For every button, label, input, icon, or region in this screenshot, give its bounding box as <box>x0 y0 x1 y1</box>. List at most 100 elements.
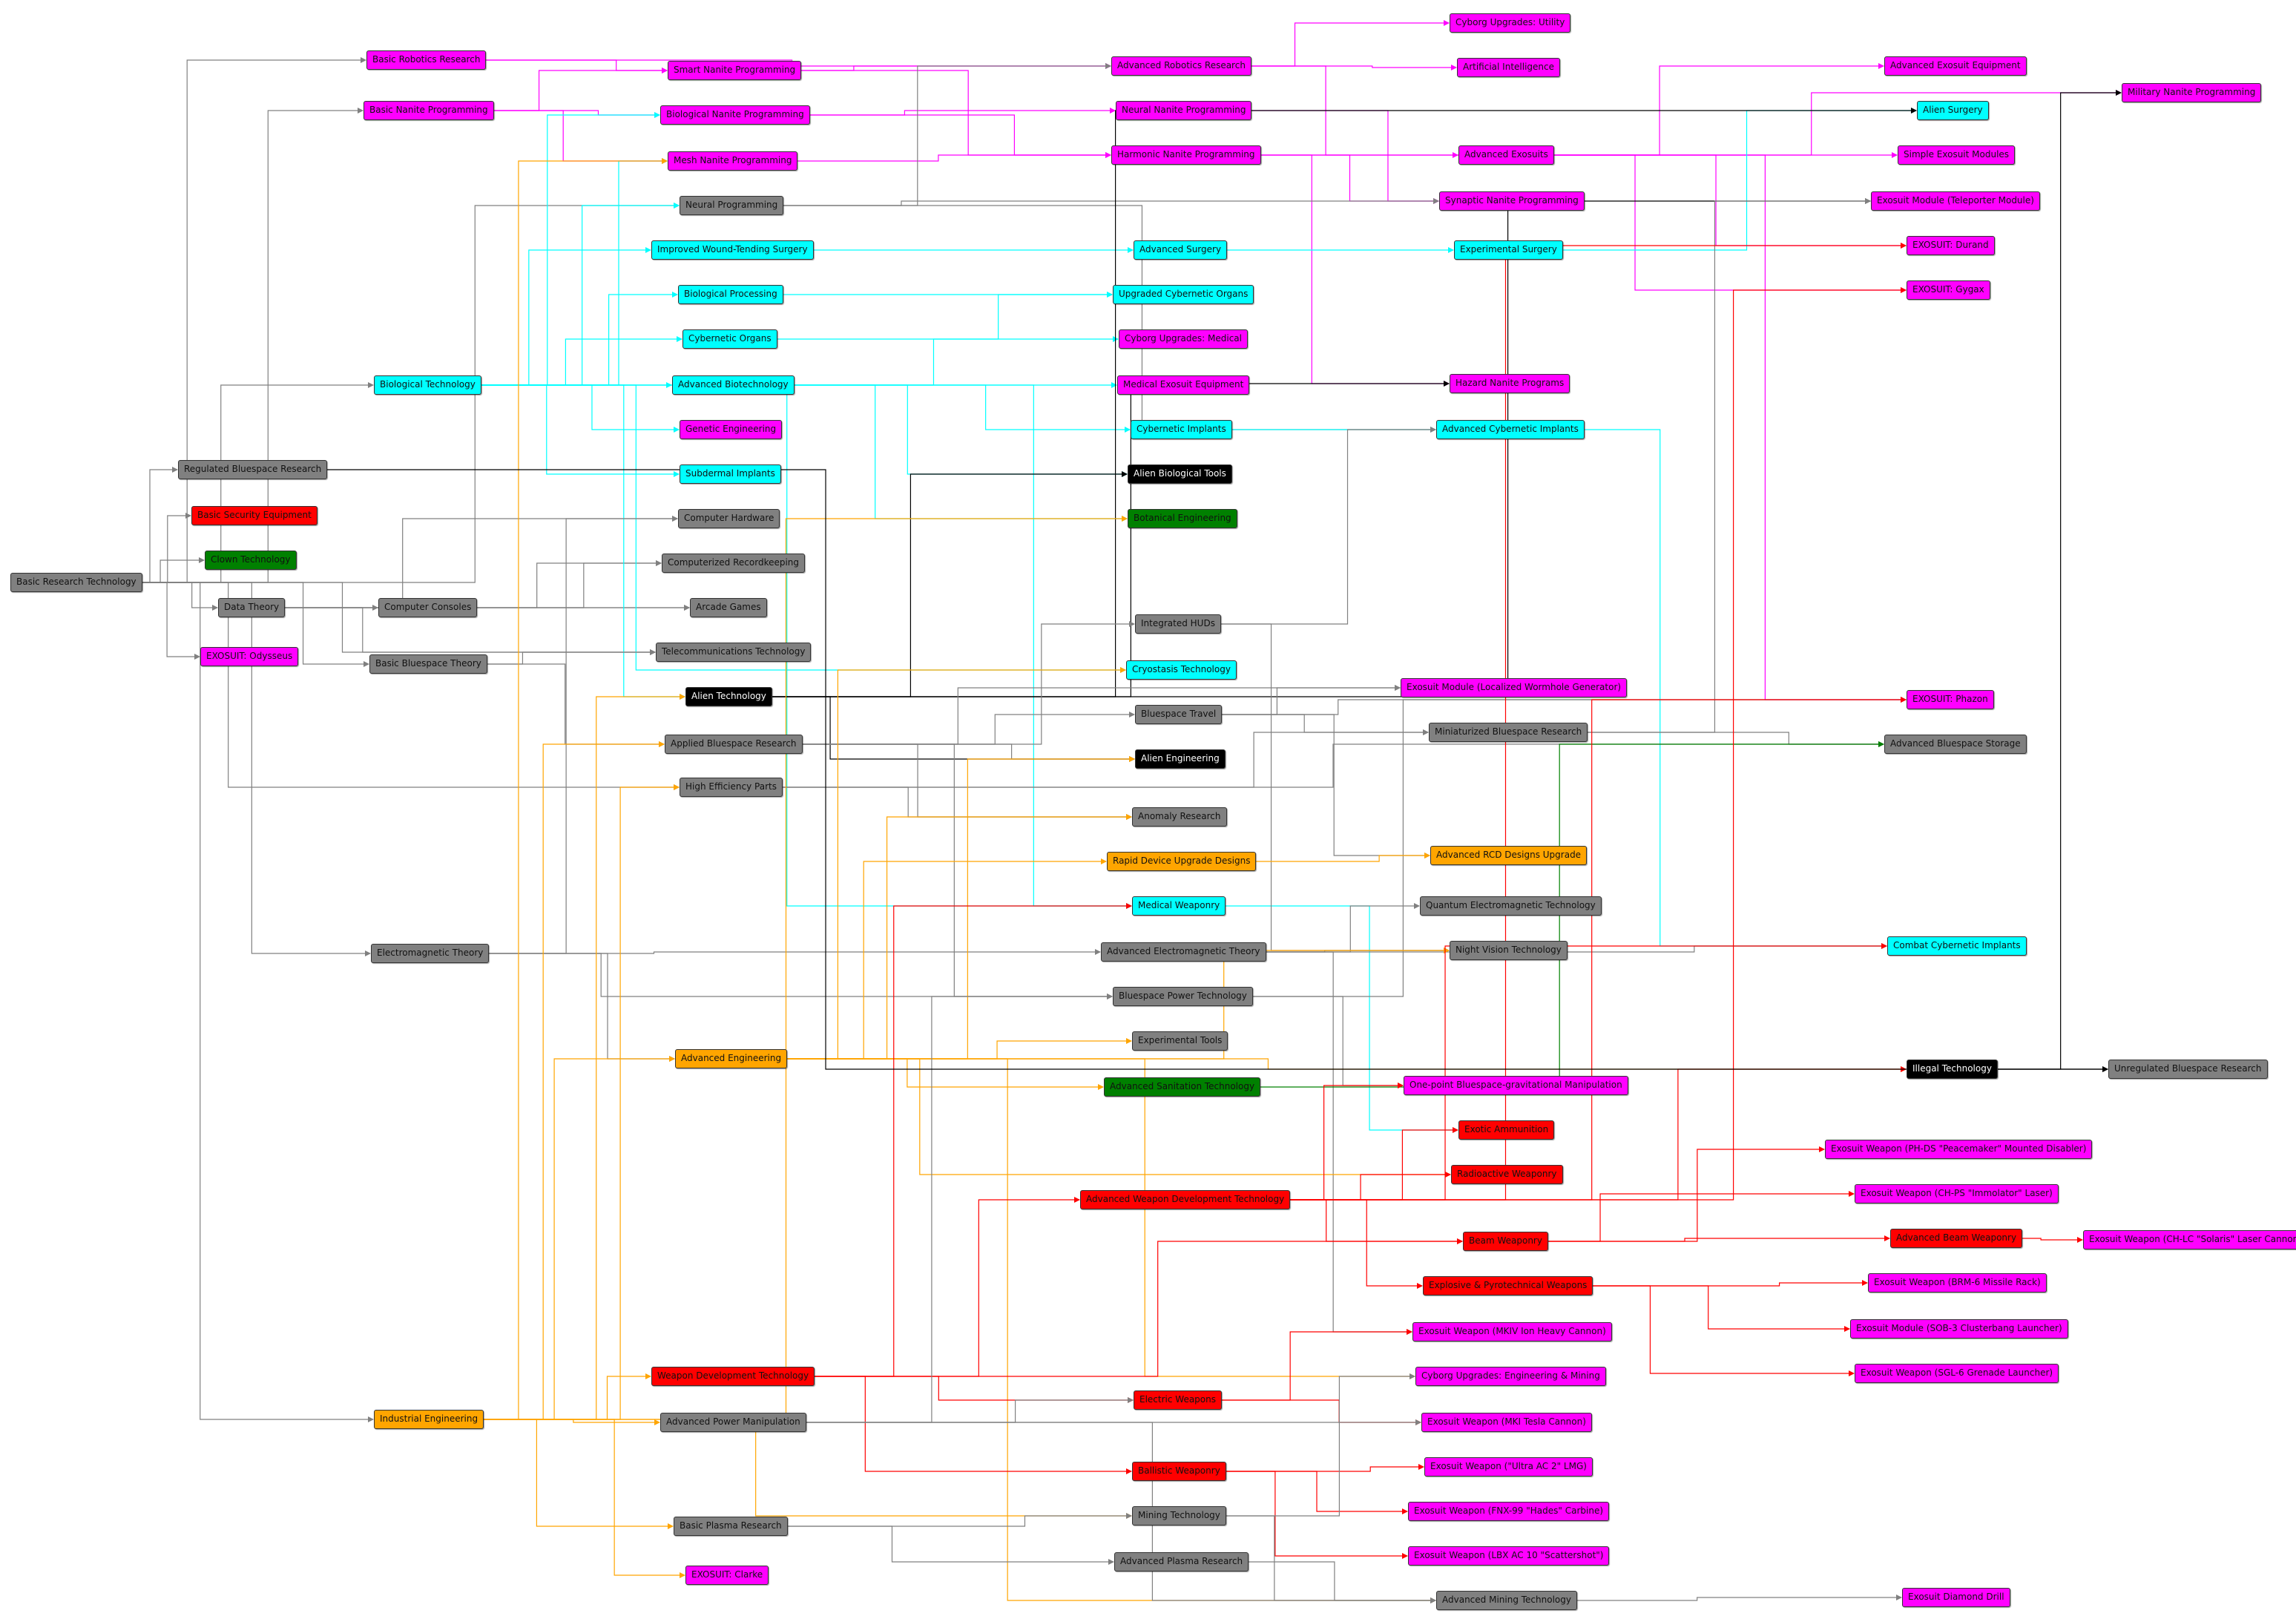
node-exosuit-weapon-mki-tesla-cannon[interactable]: Exosuit Weapon (MKI Tesla Cannon) <box>1421 1413 1592 1432</box>
node-radioactive-weaponry[interactable]: Radioactive Weaponry <box>1451 1165 1563 1184</box>
node-illegal-technology[interactable]: Illegal Technology <box>1907 1060 1998 1079</box>
node-quantum-electromagnetic-technology[interactable]: Quantum Electromagnetic Technology <box>1420 896 1602 916</box>
node-advanced-electromagnetic-theory[interactable]: Advanced Electromagnetic Theory <box>1101 942 1266 962</box>
node-unregulated-bluespace-research[interactable]: Unregulated Bluespace Research <box>2108 1060 2268 1079</box>
node-cybernetic-organs[interactable]: Cybernetic Organs <box>682 329 777 349</box>
node-computer-consoles[interactable]: Computer Consoles <box>378 598 478 617</box>
node-night-vision-technology[interactable]: Night Vision Technology <box>1450 941 1568 960</box>
node-medical-weaponry[interactable]: Medical Weaponry <box>1132 896 1226 916</box>
node-exosuit-weapon-ch-ps-immolator[interactable]: Exosuit Weapon (CH-PS "Immolator" Laser) <box>1855 1184 2059 1203</box>
node-smart-nanite-programming[interactable]: Smart Nanite Programming <box>668 61 802 80</box>
node-alien-biological-tools[interactable]: Alien Biological Tools <box>1128 464 1232 484</box>
node-alien-engineering[interactable]: Alien Engineering <box>1135 749 1226 769</box>
node-advanced-surgery[interactable]: Advanced Surgery <box>1134 240 1228 260</box>
node-exosuit-weapon-ultra-ac2-lmg[interactable]: Exosuit Weapon ("Ultra AC 2" LMG) <box>1424 1457 1593 1477</box>
node-biological-processing[interactable]: Biological Processing <box>678 285 783 304</box>
node-biological-nanite-programming[interactable]: Biological Nanite Programming <box>660 105 810 125</box>
node-advanced-exosuits[interactable]: Advanced Exosuits <box>1458 145 1554 165</box>
node-electric-weapons[interactable]: Electric Weapons <box>1134 1390 1222 1410</box>
node-exosuit-diamond-drill[interactable]: Exosuit Diamond Drill <box>1902 1588 2010 1607</box>
node-exosuit-weapon-lbx-ac10-scattershot[interactable]: Exosuit Weapon (LBX AC 10 "Scattershot") <box>1408 1546 1610 1566</box>
node-basic-plasma-research[interactable]: Basic Plasma Research <box>674 1517 788 1536</box>
node-ballistic-weaponry[interactable]: Ballistic Weaponry <box>1132 1462 1226 1481</box>
node-beam-weaponry[interactable]: Beam Weaponry <box>1463 1232 1548 1251</box>
node-exosuit-module-teleporter[interactable]: Exosuit Module (Teleporter Module) <box>1871 191 2040 211</box>
node-military-nanite-programming[interactable]: Military Nanite Programming <box>2122 83 2262 102</box>
node-exosuit-weapon-brm6-missile-rack[interactable]: Exosuit Weapon (BRM-6 Missile Rack) <box>1868 1273 2047 1293</box>
node-basic-research-technology[interactable]: Basic Research Technology <box>10 573 142 592</box>
node-exosuit-odysseus[interactable]: EXOSUIT: Odysseus <box>200 647 299 666</box>
node-alien-surgery[interactable]: Alien Surgery <box>1917 101 1989 120</box>
node-bluespace-power-technology[interactable]: Bluespace Power Technology <box>1113 987 1253 1006</box>
node-exosuit-module-localized-wormhole-generator[interactable]: Exosuit Module (Localized Wormhole Gener… <box>1401 678 1628 697</box>
node-exosuit-weapon-ch-lc-solaris[interactable]: Exosuit Weapon (CH-LC "Solaris" Laser Ca… <box>2083 1230 2296 1249</box>
node-computerized-recordkeeping[interactable]: Computerized Recordkeeping <box>662 554 806 573</box>
node-advanced-bluespace-storage[interactable]: Advanced Bluespace Storage <box>1884 735 2027 754</box>
node-exosuit-gygax[interactable]: EXOSUIT: Gygax <box>1907 280 1990 300</box>
node-exosuit-phazon[interactable]: EXOSUIT: Phazon <box>1907 690 1994 709</box>
node-advanced-beam-weaponry[interactable]: Advanced Beam Weaponry <box>1890 1229 2023 1248</box>
node-experimental-surgery[interactable]: Experimental Surgery <box>1454 240 1563 260</box>
node-mining-technology[interactable]: Mining Technology <box>1132 1506 1226 1526</box>
node-weapon-development-technology[interactable]: Weapon Development Technology <box>651 1367 815 1386</box>
node-advanced-mining-technology[interactable]: Advanced Mining Technology <box>1436 1591 1577 1610</box>
node-exosuit-durand[interactable]: EXOSUIT: Durand <box>1907 236 1995 255</box>
node-advanced-biotechnology[interactable]: Advanced Biotechnology <box>672 375 795 395</box>
node-one-point-bluespace-gravitational-manipulation[interactable]: One-point Bluespace-gravitational Manipu… <box>1404 1076 1628 1095</box>
node-basic-nanite-programming[interactable]: Basic Nanite Programming <box>364 101 494 120</box>
node-advanced-engineering[interactable]: Advanced Engineering <box>675 1049 788 1068</box>
node-improved-wound-tending-surgery[interactable]: Improved Wound-Tending Surgery <box>651 240 814 260</box>
node-advanced-sanitation-technology[interactable]: Advanced Sanitation Technology <box>1104 1077 1261 1097</box>
node-genetic-engineering[interactable]: Genetic Engineering <box>680 420 783 439</box>
node-harmonic-nanite-programming[interactable]: Harmonic Nanite Programming <box>1111 145 1261 165</box>
node-rapid-device-upgrade-designs[interactable]: Rapid Device Upgrade Designs <box>1107 852 1257 871</box>
node-exosuit-clarke[interactable]: EXOSUIT: Clarke <box>685 1566 769 1585</box>
node-anomaly-research[interactable]: Anomaly Research <box>1132 807 1227 827</box>
node-cryostasis-technology[interactable]: Cryostasis Technology <box>1126 660 1237 680</box>
node-industrial-engineering[interactable]: Industrial Engineering <box>374 1410 484 1429</box>
node-artificial-intelligence[interactable]: Artificial Intelligence <box>1457 58 1560 77</box>
node-exosuit-weapon-mkiv-ion-heavy-cannon[interactable]: Exosuit Weapon (MKIV Ion Heavy Cannon) <box>1412 1322 1612 1341</box>
node-bluespace-travel[interactable]: Bluespace Travel <box>1135 705 1223 724</box>
node-mesh-nanite-programming[interactable]: Mesh Nanite Programming <box>668 151 798 171</box>
node-clown-technology[interactable]: Clown Technology <box>205 551 297 570</box>
node-miniaturized-bluespace-research[interactable]: Miniaturized Bluespace Research <box>1429 723 1588 742</box>
node-advanced-weapon-development-technology[interactable]: Advanced Weapon Development Technology <box>1080 1190 1291 1209</box>
node-electromagnetic-theory[interactable]: Electromagnetic Theory <box>371 944 490 963</box>
node-applied-bluespace-research[interactable]: Applied Bluespace Research <box>665 735 803 754</box>
node-medical-exosuit-equipment[interactable]: Medical Exosuit Equipment <box>1117 375 1250 395</box>
node-upgraded-cybernetic-organs[interactable]: Upgraded Cybernetic Organs <box>1113 285 1254 304</box>
node-cyborg-upgrades-medical[interactable]: Cyborg Upgrades: Medical <box>1119 329 1248 349</box>
node-integrated-huds[interactable]: Integrated HUDs <box>1135 614 1221 634</box>
node-basic-robotics-research[interactable]: Basic Robotics Research <box>366 50 487 70</box>
node-neural-nanite-programming[interactable]: Neural Nanite Programming <box>1116 101 1252 120</box>
node-biological-technology[interactable]: Biological Technology <box>374 375 481 395</box>
node-advanced-cybernetic-implants[interactable]: Advanced Cybernetic Implants <box>1436 420 1585 439</box>
node-regulated-bluespace-research[interactable]: Regulated Bluespace Research <box>178 460 328 479</box>
node-hazard-nanite-programs[interactable]: Hazard Nanite Programs <box>1450 374 1570 393</box>
node-exotic-ammunition[interactable]: Exotic Ammunition <box>1458 1120 1555 1140</box>
node-neural-programming[interactable]: Neural Programming <box>680 196 784 215</box>
node-high-efficiency-parts[interactable]: High Efficiency Parts <box>680 778 783 797</box>
node-advanced-plasma-research[interactable]: Advanced Plasma Research <box>1114 1552 1249 1572</box>
node-exosuit-weapon-sgl6-grenade[interactable]: Exosuit Weapon (SGL-6 Grenade Launcher) <box>1855 1364 2059 1383</box>
node-botanical-engineering[interactable]: Botanical Engineering <box>1128 509 1237 528</box>
node-basic-security-equipment[interactable]: Basic Security Equipment <box>191 506 318 525</box>
node-exosuit-weapon-ph-ds-peacemaker[interactable]: Exosuit Weapon (PH-DS "Peacemaker" Mount… <box>1825 1140 2093 1159</box>
node-combat-cybernetic-implants[interactable]: Combat Cybernetic Implants <box>1887 936 2027 956</box>
node-advanced-rcd-designs-upgrade[interactable]: Advanced RCD Designs Upgrade <box>1430 846 1588 865</box>
node-basic-bluespace-theory[interactable]: Basic Bluespace Theory <box>369 654 487 674</box>
node-exosuit-weapon-fnx99-hades-carbine[interactable]: Exosuit Weapon (FNX-99 "Hades" Carbine) <box>1408 1502 1610 1521</box>
node-advanced-robotics-research[interactable]: Advanced Robotics Research <box>1111 56 1251 76</box>
node-telecommunications-technology[interactable]: Telecommunications Technology <box>656 643 812 662</box>
node-arcade-games[interactable]: Arcade Games <box>690 598 767 617</box>
node-cyborg-upgrades-utility[interactable]: Cyborg Upgrades: Utility <box>1450 13 1571 33</box>
node-computer-hardware[interactable]: Computer Hardware <box>678 509 780 528</box>
node-advanced-exosuit-equipment[interactable]: Advanced Exosuit Equipment <box>1884 56 2027 76</box>
node-experimental-tools[interactable]: Experimental Tools <box>1132 1031 1228 1051</box>
node-synaptic-nanite-programming[interactable]: Synaptic Nanite Programming <box>1439 191 1585 211</box>
node-data-theory[interactable]: Data Theory <box>218 598 286 617</box>
node-alien-technology[interactable]: Alien Technology <box>685 687 772 706</box>
node-cyborg-upgrades-engineering-mining[interactable]: Cyborg Upgrades: Engineering & Mining <box>1415 1367 1606 1386</box>
node-simple-exosuit-modules[interactable]: Simple Exosuit Modules <box>1898 145 2016 165</box>
